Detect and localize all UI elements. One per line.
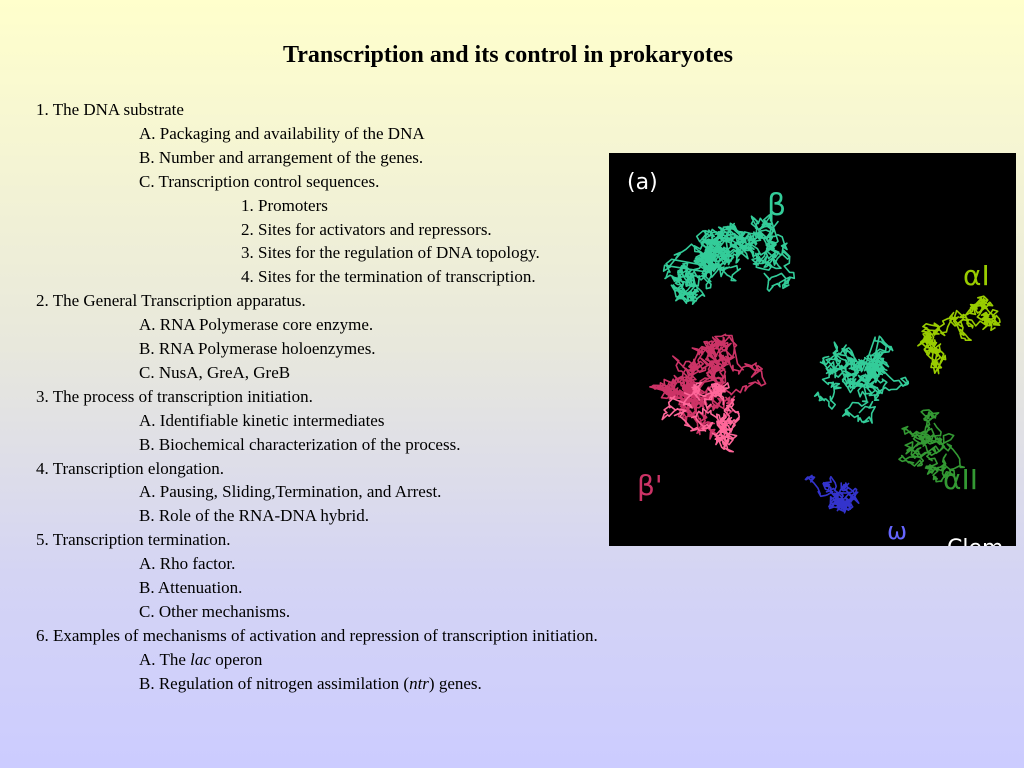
outline-text: B. Number and arrangement of the genes. [139, 147, 424, 167]
outline-text-after: ) genes. [428, 673, 482, 693]
corner-text: Clem [947, 536, 1003, 546]
panel-label: (a) [627, 170, 658, 195]
outline-subsubitem: 3. Sites for the regulation of DNA topol… [241, 243, 540, 263]
alpha-i-chain [917, 295, 1001, 375]
outline-italic-term: lac [190, 649, 211, 669]
outline-text: 4. Sites for the termination of transcri… [241, 267, 536, 287]
outline-text: A. RNA Polymerase core enzyme. [139, 315, 374, 335]
outline-text: A. The [139, 649, 191, 669]
outline-section: 4. Transcription elongation. [36, 459, 224, 479]
outline-text: B. Role of the RNA-DNA hybrid. [139, 506, 369, 526]
beta-chain [662, 214, 796, 305]
outline-text: B. RNA Polymerase holoenzymes. [139, 339, 376, 358]
outline-subsubitem: 2. Sites for activators and repressors. [241, 220, 492, 240]
outline-text: 3. The process of transcription initiati… [36, 386, 313, 406]
outline-section: 3. The process of transcription initiati… [36, 387, 313, 407]
outline-subitem: C. Transcription control sequences. [139, 172, 379, 192]
label-alpha-ii: αII [943, 463, 978, 496]
label-beta-prime: β' [637, 469, 663, 502]
outline-text: A. Packaging and availability of the DNA [139, 123, 425, 143]
outline-subitem: C. NusA, GreA, GreB [139, 363, 290, 383]
outline-subitem: B. Regulation of nitrogen assimilation (… [139, 674, 482, 694]
outline-subitem: B. Number and arrangement of the genes. [139, 148, 423, 168]
outline-text: C. Transcription control sequences. [139, 171, 380, 191]
outline-subitem: B. RNA Polymerase holoenzymes. [139, 339, 376, 359]
outline-text: C. Other mechanisms. [139, 601, 291, 621]
outline-text: C. NusA, GreA, GreB [139, 362, 291, 382]
alpha-ii-chain [898, 409, 965, 483]
beta-prime-chain-light [661, 381, 741, 453]
slide-title: Transcription and its control in prokary… [282, 42, 734, 68]
outline-text: 1. Promoters [241, 195, 328, 215]
outline-text: B. Biochemical characterization of the p… [139, 434, 461, 454]
outline-subitem: A. Rho factor. [139, 554, 235, 574]
outline-subitem: A. The lac operon [139, 650, 262, 670]
protein-structure-drawing: (a) β αI αII β' ω Clem [627, 170, 1003, 546]
outline-subsubitem: 1. Promoters [241, 196, 328, 216]
outline-text: A. Rho factor. [139, 554, 236, 574]
label-omega: ω [887, 517, 907, 545]
outline-text: 2. The General Transcription apparatus. [36, 291, 306, 311]
outline-section: 5. Transcription termination. [36, 530, 231, 550]
outline-subitem: B. Role of the RNA-DNA hybrid. [139, 506, 369, 526]
outline-subitem: B. Biochemical characterization of the p… [139, 435, 460, 455]
outline-text: A. Pausing, Sliding,Termination, and Arr… [139, 482, 442, 502]
outline-subitem: A. RNA Polymerase core enzyme. [139, 315, 373, 335]
outline-text: A. Identifiable kinetic intermediates [139, 410, 385, 430]
outline-subitem: A. Identifiable kinetic intermediates [139, 411, 384, 431]
label-alpha-i: αI [963, 259, 990, 292]
outline-italic-term: ntr [409, 673, 429, 693]
label-beta: β [767, 188, 786, 223]
outline-text: 2. Sites for activators and repressors. [241, 219, 492, 239]
omega-chain [804, 474, 860, 514]
beta-chain-lower [813, 335, 910, 424]
outline-subitem: B. Attenuation. [139, 578, 242, 598]
outline-subitem: C. Other mechanisms. [139, 602, 290, 622]
rna-polymerase-structure-image: (a) β αI αII β' ω Clem [609, 153, 1016, 546]
outline-text-after: operon [210, 649, 263, 669]
outline-text: 1. The DNA substrate [36, 100, 184, 119]
outline-text: 5. Transcription termination. [36, 530, 231, 550]
outline-section: 6. Examples of mechanisms of activation … [36, 626, 598, 646]
outline-subsubitem: 4. Sites for the termination of transcri… [241, 267, 536, 287]
outline-subitem: A. Pausing, Sliding,Termination, and Arr… [139, 482, 441, 502]
outline-section: 1. The DNA substrate [36, 100, 184, 120]
outline-text: 4. Transcription elongation. [36, 458, 224, 478]
beta-prime-chain [649, 333, 767, 440]
outline-text: 6. Examples of mechanisms of activation … [36, 625, 598, 645]
outline-section: 2. The General Transcription apparatus. [36, 291, 306, 311]
outline-subitem: A. Packaging and availability of the DNA [139, 124, 425, 144]
outline-text: B. Attenuation. [139, 578, 243, 597]
outline-text: B. Regulation of nitrogen assimilation ( [139, 673, 410, 693]
outline-text: 3. Sites for the regulation of DNA topol… [241, 243, 540, 263]
